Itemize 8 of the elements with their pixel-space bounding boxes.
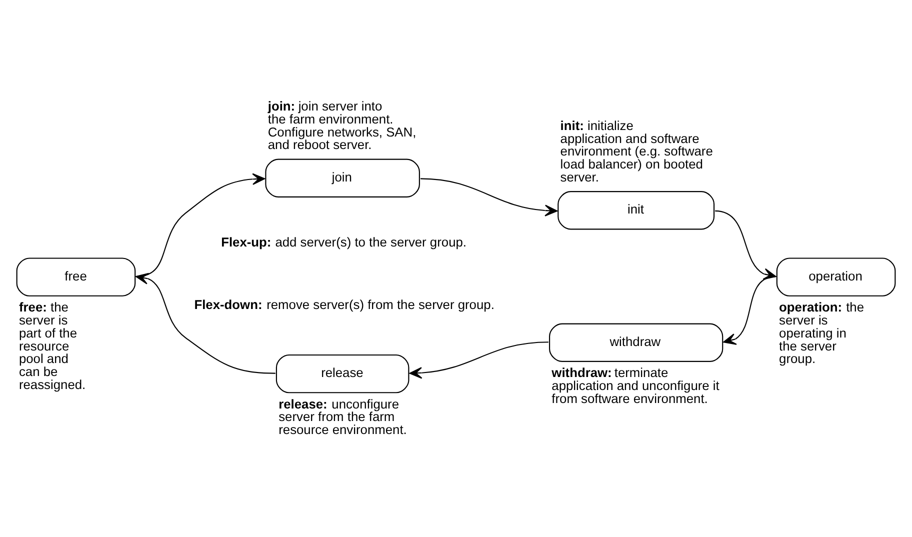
node-label: init: initialize application and software environment (e.g. software load balancer) on booted server. <box>560 117 713 184</box>
node-label: release: unconfigure server from the farm resource environment. <box>278 396 407 437</box>
node-label: join: join server into the farm environment. Configure networks, SAN, and reboot server. <box>268 98 416 152</box>
node-label: withdraw: terminate application and unconfigure it from software environment. <box>552 364 720 406</box>
node-label: operation: the server is operating in the server group. <box>779 299 864 366</box>
label: Flex-down: remove server(s) from the server group. <box>194 296 494 312</box>
label: Flex-up: add server(s) to the server group. <box>221 234 467 250</box>
node-label: free: the server is part of the resource pool and can be reassigned. <box>18 299 86 392</box>
